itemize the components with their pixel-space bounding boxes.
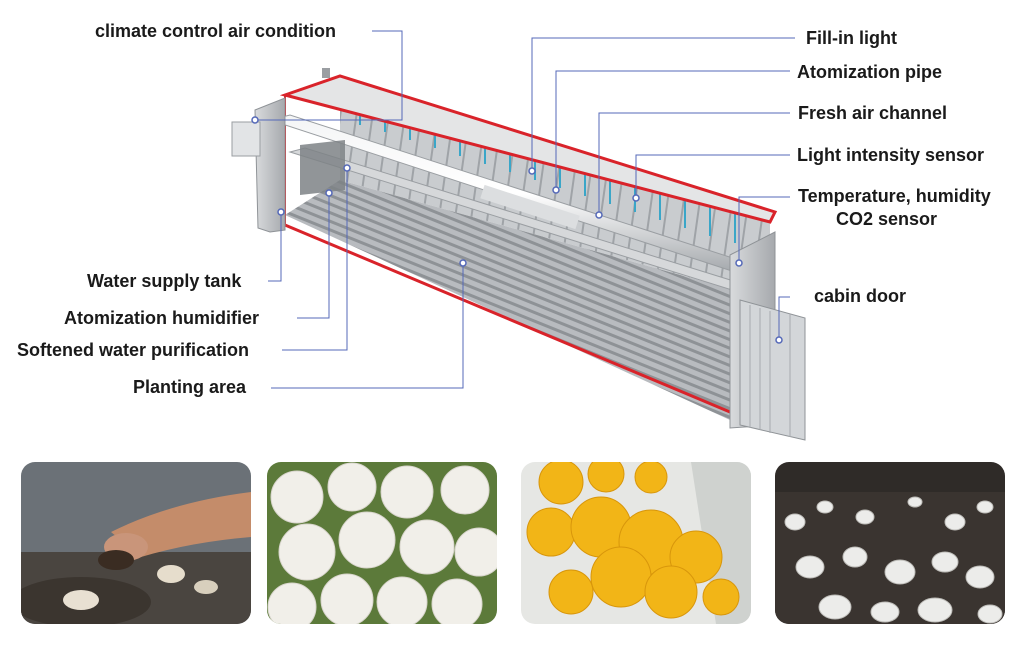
lions-mane-photo <box>267 462 497 624</box>
label-temp-humidity: Temperature, humidity <box>798 186 991 206</box>
right-frame <box>729 231 806 441</box>
label-water-supply-tank: Water supply tank <box>87 271 242 291</box>
container-illustration <box>231 30 806 441</box>
golden-fungus-photo <box>521 462 751 624</box>
leader-lines <box>255 30 795 389</box>
label-fill-in-light: Fill-in light <box>806 28 897 48</box>
label-light-intensity-sensor: Light intensity sensor <box>797 145 985 165</box>
left-frame <box>231 68 345 233</box>
label-climate-control: climate control air condition <box>95 21 337 41</box>
leader-dots <box>251 116 783 344</box>
roof-edge <box>279 74 778 224</box>
planting-floor <box>285 180 770 420</box>
label-cabin-door: cabin door <box>814 286 907 306</box>
label-softened-water: Softened water purification <box>17 340 250 360</box>
label-fresh-air-channel: Fresh air channel <box>798 103 948 123</box>
label-planting-area: Planting area <box>133 377 247 397</box>
floor-edge <box>284 223 731 414</box>
label-atomization-humidifier: Atomization humidifier <box>64 308 259 328</box>
label-atomization-pipe: Atomization pipe <box>797 62 942 82</box>
button-mushroom-photo <box>775 462 1005 624</box>
shiitake-photo <box>21 462 251 624</box>
label-co2-sensor: CO2 sensor <box>836 209 938 229</box>
